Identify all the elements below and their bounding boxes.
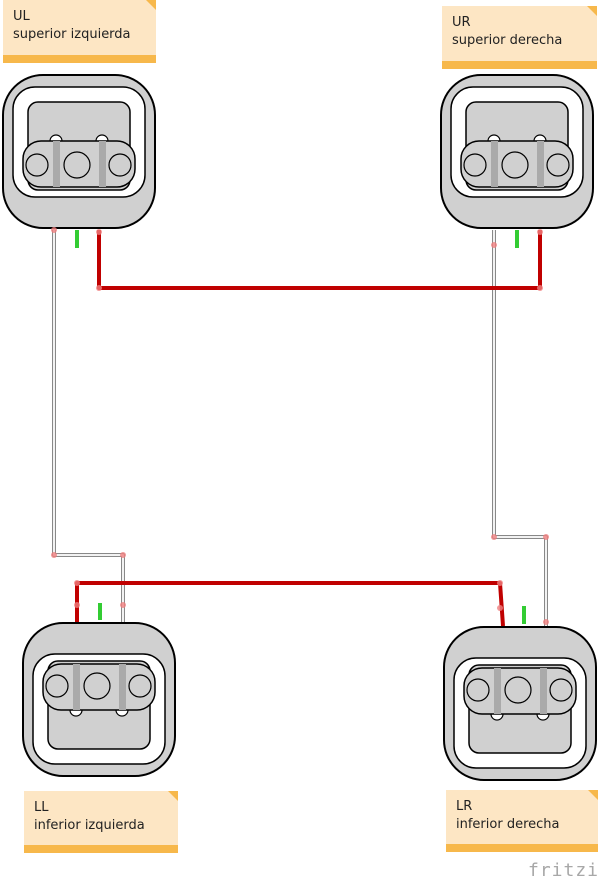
note-code: UR — [452, 15, 471, 30]
load-cell-ul[interactable] — [2, 74, 156, 229]
load-cell-ur[interactable] — [440, 74, 594, 229]
note-ll[interactable]: LL inferior izquierda — [24, 791, 178, 853]
note-label: superior izquierda — [13, 27, 131, 42]
note-label: inferior derecha — [456, 817, 560, 832]
note-ul[interactable]: UL superior izquierda — [3, 0, 156, 63]
note-code: LR — [456, 799, 473, 814]
wire-endpoints — [51, 227, 549, 625]
load-cell-lr[interactable] — [443, 626, 597, 781]
note-code: UL — [13, 9, 30, 24]
red-wire-ul-ur[interactable] — [97, 230, 542, 290]
note-lr[interactable]: LR inferior derecha — [446, 790, 598, 852]
note-ur[interactable]: UR superior derecha — [442, 6, 597, 69]
load-cell-ll[interactable] — [22, 622, 176, 777]
note-label: superior derecha — [452, 33, 563, 48]
red-wire-ll-lr[interactable] — [75, 581, 505, 627]
note-code: LL — [34, 800, 49, 815]
fritzing-logo: fritzing — [528, 860, 600, 881]
note-label: inferior izquierda — [34, 818, 145, 833]
